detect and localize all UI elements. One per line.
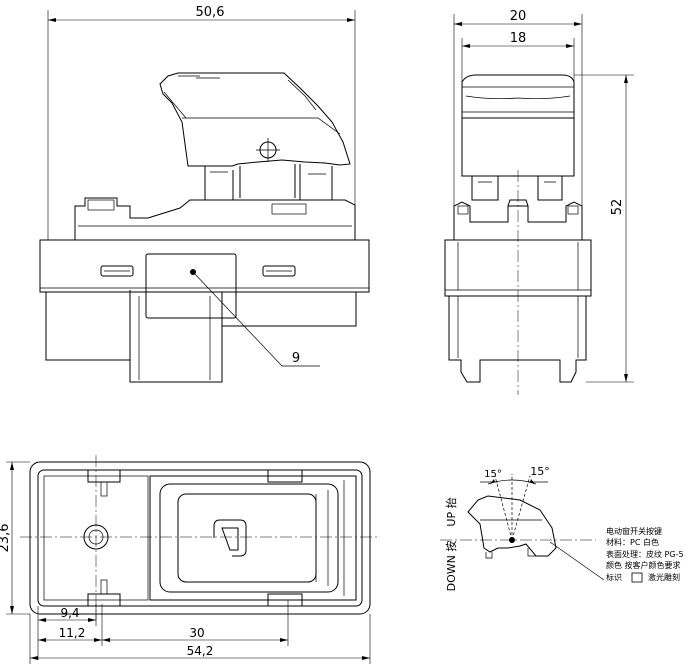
callout-9: 9 [292,351,300,366]
angle-right-label: 15° [530,465,550,478]
note-line-1: 电动窗开关按键 [606,526,662,536]
mark-symbol-icon [631,572,643,583]
plan-view: 23,6 9,4 11,2 30 54,2 [0,455,380,664]
angle-detail: 15° 15° UP 抬 DOWN 按 电动窗开关按键 材料：PC 白色 表面处… [440,465,684,591]
note-line-5-tail: 激光雕刻 [648,572,680,582]
dim-side-height: 52 [610,199,625,216]
front-view: 9 50,6 [39,5,370,383]
note-line-5: 标识 [606,572,622,582]
note-line-4: 颜色 按客户颜色要求 [606,560,681,570]
note-line-2: 材料：PC 白色 [606,537,659,547]
dim-bottom-total: 54,2 [187,644,214,658]
dim-side-width-inner: 18 [510,31,527,46]
direction-down-label: DOWN 按 [444,541,458,592]
side-view: 20 18 52 [444,9,634,395]
dim-bottom-d2: 11,2 [59,626,86,640]
dim-bottom-height: 23,6 [0,524,12,553]
dim-bottom-d1: 9,4 [60,606,79,620]
dim-bottom-d3: 30 [189,626,204,640]
direction-up-label: UP 抬 [444,497,458,526]
angle-left-label: 15° [484,469,502,480]
dim-side-width-outer: 20 [510,9,527,24]
dim-front-width: 50,6 [196,5,225,20]
note-line-3: 表面处理：皮纹 PG-5 [606,549,684,559]
